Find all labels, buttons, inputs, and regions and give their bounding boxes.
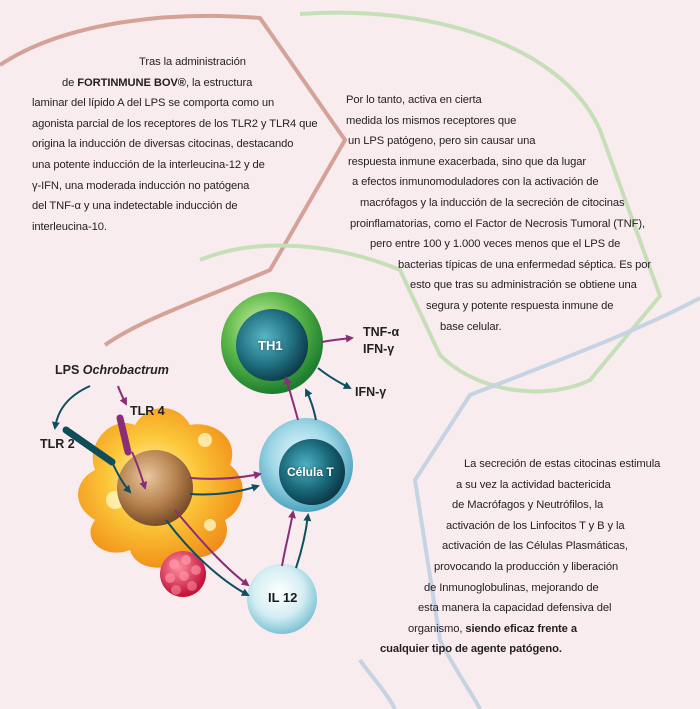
block1-line: γ-IFN, una moderada inducción no patógen… (32, 179, 250, 192)
block3-line: La secreción de estas citocinas estimula (464, 458, 661, 470)
block3-line: activación de los Linfocitos T y B y la (446, 519, 625, 532)
block1-line: origina la inducción de diversas citocin… (32, 138, 294, 151)
text-block-2: Por lo tanto, activa en cierta medida lo… (346, 90, 651, 337)
block1-line: una potente inducción de la interleucina… (32, 158, 265, 171)
product-name: FORTINMUNE BOV® (77, 76, 186, 89)
block3-line: esta manera la capacidad defensiva del (418, 602, 612, 615)
block2-line: base celular. (440, 320, 502, 333)
block3-line: de Inmunoglobulinas, mejorando de (424, 581, 599, 594)
block2-line: Por lo tanto, activa en cierta (346, 94, 482, 106)
green-outline-frame (199, 10, 663, 394)
macrophage-to-tcell-arrow-2 (189, 484, 260, 496)
block2-line: macrófagos y la inducción de la secreció… (360, 196, 625, 209)
block2-line: medida los mismos receptores que (346, 114, 517, 127)
il12-cell (247, 564, 317, 634)
tnf-alpha-label: TNF-α (363, 325, 400, 339)
block2-line: segura y potente respuesta inmune de (426, 299, 614, 312)
tcell-to-th1-arrow-1 (283, 376, 299, 421)
block3-line: organismo, siendo eficaz frente a (380, 619, 660, 640)
block1-line: laminar del lípido A del LPS se comporta… (32, 97, 275, 110)
th1-to-tnf-arrow (321, 334, 354, 343)
lps-species: Ochrobactrum (82, 363, 169, 377)
th1-to-ifn-arrow (317, 367, 352, 389)
blue-outline-frame (412, 296, 700, 709)
block3-line: activación de las Células Plasmáticas, (442, 540, 628, 553)
tlr2-receptor (62, 426, 116, 466)
bacterium (160, 551, 206, 597)
lps-to-tlr2-arrow (51, 385, 91, 430)
block1-line-pre: de (62, 76, 78, 89)
lps-to-tlr4-arrow (117, 385, 127, 406)
block2-line: pero entre 100 y 1.000 veces menos que e… (370, 238, 621, 251)
macrophage-vesicle (198, 433, 212, 447)
macrophage-nucleus (117, 450, 193, 526)
block1-line: interleucina-10. (32, 220, 107, 233)
block1-line-post: , la estructura (185, 76, 253, 89)
block1-line: Tras la administración (139, 56, 246, 68)
block2-line: esto que tras su administración se obtie… (410, 279, 637, 292)
macrophage-to-il12-arrow-2 (165, 519, 250, 596)
block2-line: proinflamatorias, como el Factor de Necr… (350, 217, 646, 230)
block3-line: provocando la producción y liberación (434, 560, 619, 573)
ifn-gamma-label-1: IFN-γ (363, 342, 395, 356)
lps-label: LPS Ochrobactrum (55, 363, 169, 377)
block1-line: de FORTINMUNE BOV®, la estructura (32, 73, 318, 94)
tlr4-label: TLR 4 (130, 404, 165, 418)
il12-to-tcell-arrow-1 (281, 510, 296, 567)
block2-line: bacterias típicas de una enfermedad sépt… (398, 258, 651, 271)
block1-line: del TNF-α y una indetectable inducción d… (32, 200, 238, 213)
celula-t-label: Célula T (287, 465, 334, 479)
block2-line: a efectos inmunomoduladores con la activ… (352, 176, 599, 189)
th1-nucleus (236, 309, 308, 381)
block2-line: un LPS patógeno, pero sin causar una (348, 135, 536, 148)
tlr4-inner-arrow (131, 451, 148, 490)
text-block-1: Tras la administración de FORTINMUNE BOV… (32, 52, 318, 237)
block3-line-pre: organismo, (408, 622, 466, 635)
tlr4-receptor (116, 414, 132, 456)
tlr2-label: TLR 2 (40, 437, 75, 451)
ifn-gamma-label-2: IFN-γ (355, 385, 387, 399)
tlr2-inner-arrow (111, 461, 132, 494)
th1-label: TH1 (258, 338, 283, 353)
block3-line: cualquier tipo de agente patógeno. (380, 643, 562, 656)
macrophage-vesicle (204, 519, 216, 531)
t-cell-nucleus (279, 439, 345, 505)
blue-outline-frame-lower (358, 658, 397, 709)
macrophage-to-tcell-arrow-1 (189, 471, 262, 480)
block3-line: a su vez la actividad bactericida (456, 478, 611, 491)
block3-emphasis: siendo eficaz frente a (465, 622, 577, 635)
red-outline-frame (0, 13, 348, 347)
macrophage-to-il12-arrow-1 (174, 509, 250, 587)
block3-line: de Macrófagos y Neutrófilos, la (452, 499, 604, 512)
lps-prefix: LPS (55, 363, 83, 377)
text-block-3: La secreción de estas citocinas estimula… (380, 454, 660, 660)
tcell-to-th1-arrow-2 (305, 388, 317, 421)
block2-line: respuesta inmune exacerbada, sino que da… (348, 155, 586, 168)
il12-to-tcell-arrow-2 (295, 513, 312, 569)
block1-line: agonista parcial de los receptores de lo… (32, 117, 318, 130)
il12-label: IL 12 (268, 590, 298, 605)
